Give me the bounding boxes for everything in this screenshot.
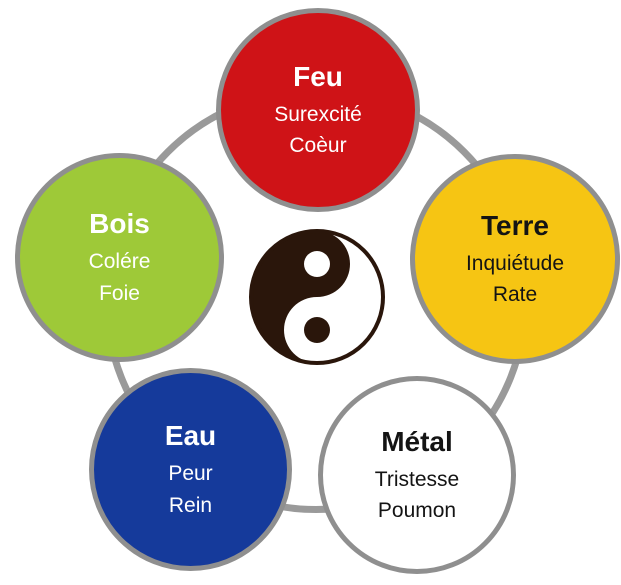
element-organ: Rate xyxy=(492,283,538,306)
element-organ: Poumon xyxy=(377,499,457,522)
element-organ: Foie xyxy=(99,281,140,305)
yin-yang-border xyxy=(249,229,385,365)
element-label: Eau xyxy=(164,420,217,451)
element-label: Feu xyxy=(293,60,343,92)
element-circle-eau: Eau Peur Rein xyxy=(89,368,292,571)
element-circle-metal: Métal Tristesse Poumon xyxy=(318,376,516,574)
yin-yang-dark-dot xyxy=(304,317,330,343)
element-emotion: Peur xyxy=(168,462,213,485)
element-circle-bois: Bois Colére Foie xyxy=(15,153,224,362)
element-emotion: Surexcité xyxy=(274,102,362,126)
element-label: Terre xyxy=(481,209,549,241)
element-label: Métal xyxy=(381,425,453,457)
element-organ: Coèur xyxy=(289,134,347,157)
element-circle-terre: Terre Inquiétude Rate xyxy=(410,154,620,364)
element-organ: Rein xyxy=(168,493,213,517)
element-emotion: Tristesse xyxy=(374,467,460,491)
yin-yang-icon xyxy=(249,229,385,365)
yin-yang-white-dot xyxy=(304,251,330,277)
element-circle-feu: Feu Surexcité Coèur xyxy=(216,8,420,212)
element-emotion: Colére xyxy=(88,250,151,273)
element-label: Bois xyxy=(89,208,150,239)
element-emotion: Inquiétude xyxy=(465,251,565,275)
